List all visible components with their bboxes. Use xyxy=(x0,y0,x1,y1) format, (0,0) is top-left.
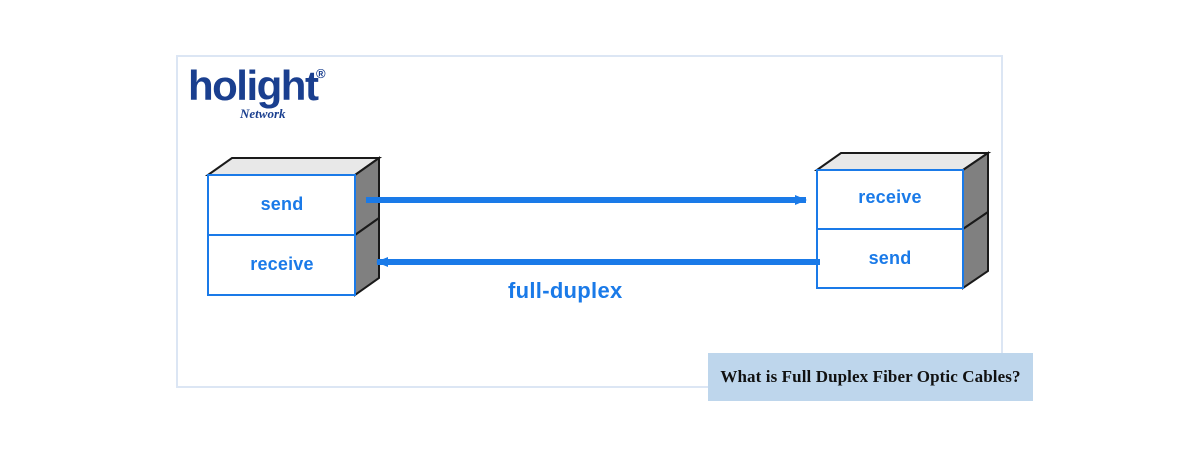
left-port-receive-label: receive xyxy=(250,254,314,274)
logo-tagline: Network xyxy=(239,106,286,121)
logo-wordmark: holight xyxy=(188,64,319,109)
holight-logo: holight ® Network xyxy=(188,64,348,126)
full-duplex-label: full-duplex xyxy=(508,278,623,303)
logo-trademark-icon: ® xyxy=(316,66,326,81)
caption-banner: What is Full Duplex Fiber Optic Cables? xyxy=(708,353,1033,401)
right-port-send-label: send xyxy=(868,248,912,268)
right-port-receive-label: receive xyxy=(858,187,922,207)
left-port-send-label: send xyxy=(260,194,304,214)
caption-title: What is Full Duplex Fiber Optic Cables? xyxy=(720,367,1021,386)
